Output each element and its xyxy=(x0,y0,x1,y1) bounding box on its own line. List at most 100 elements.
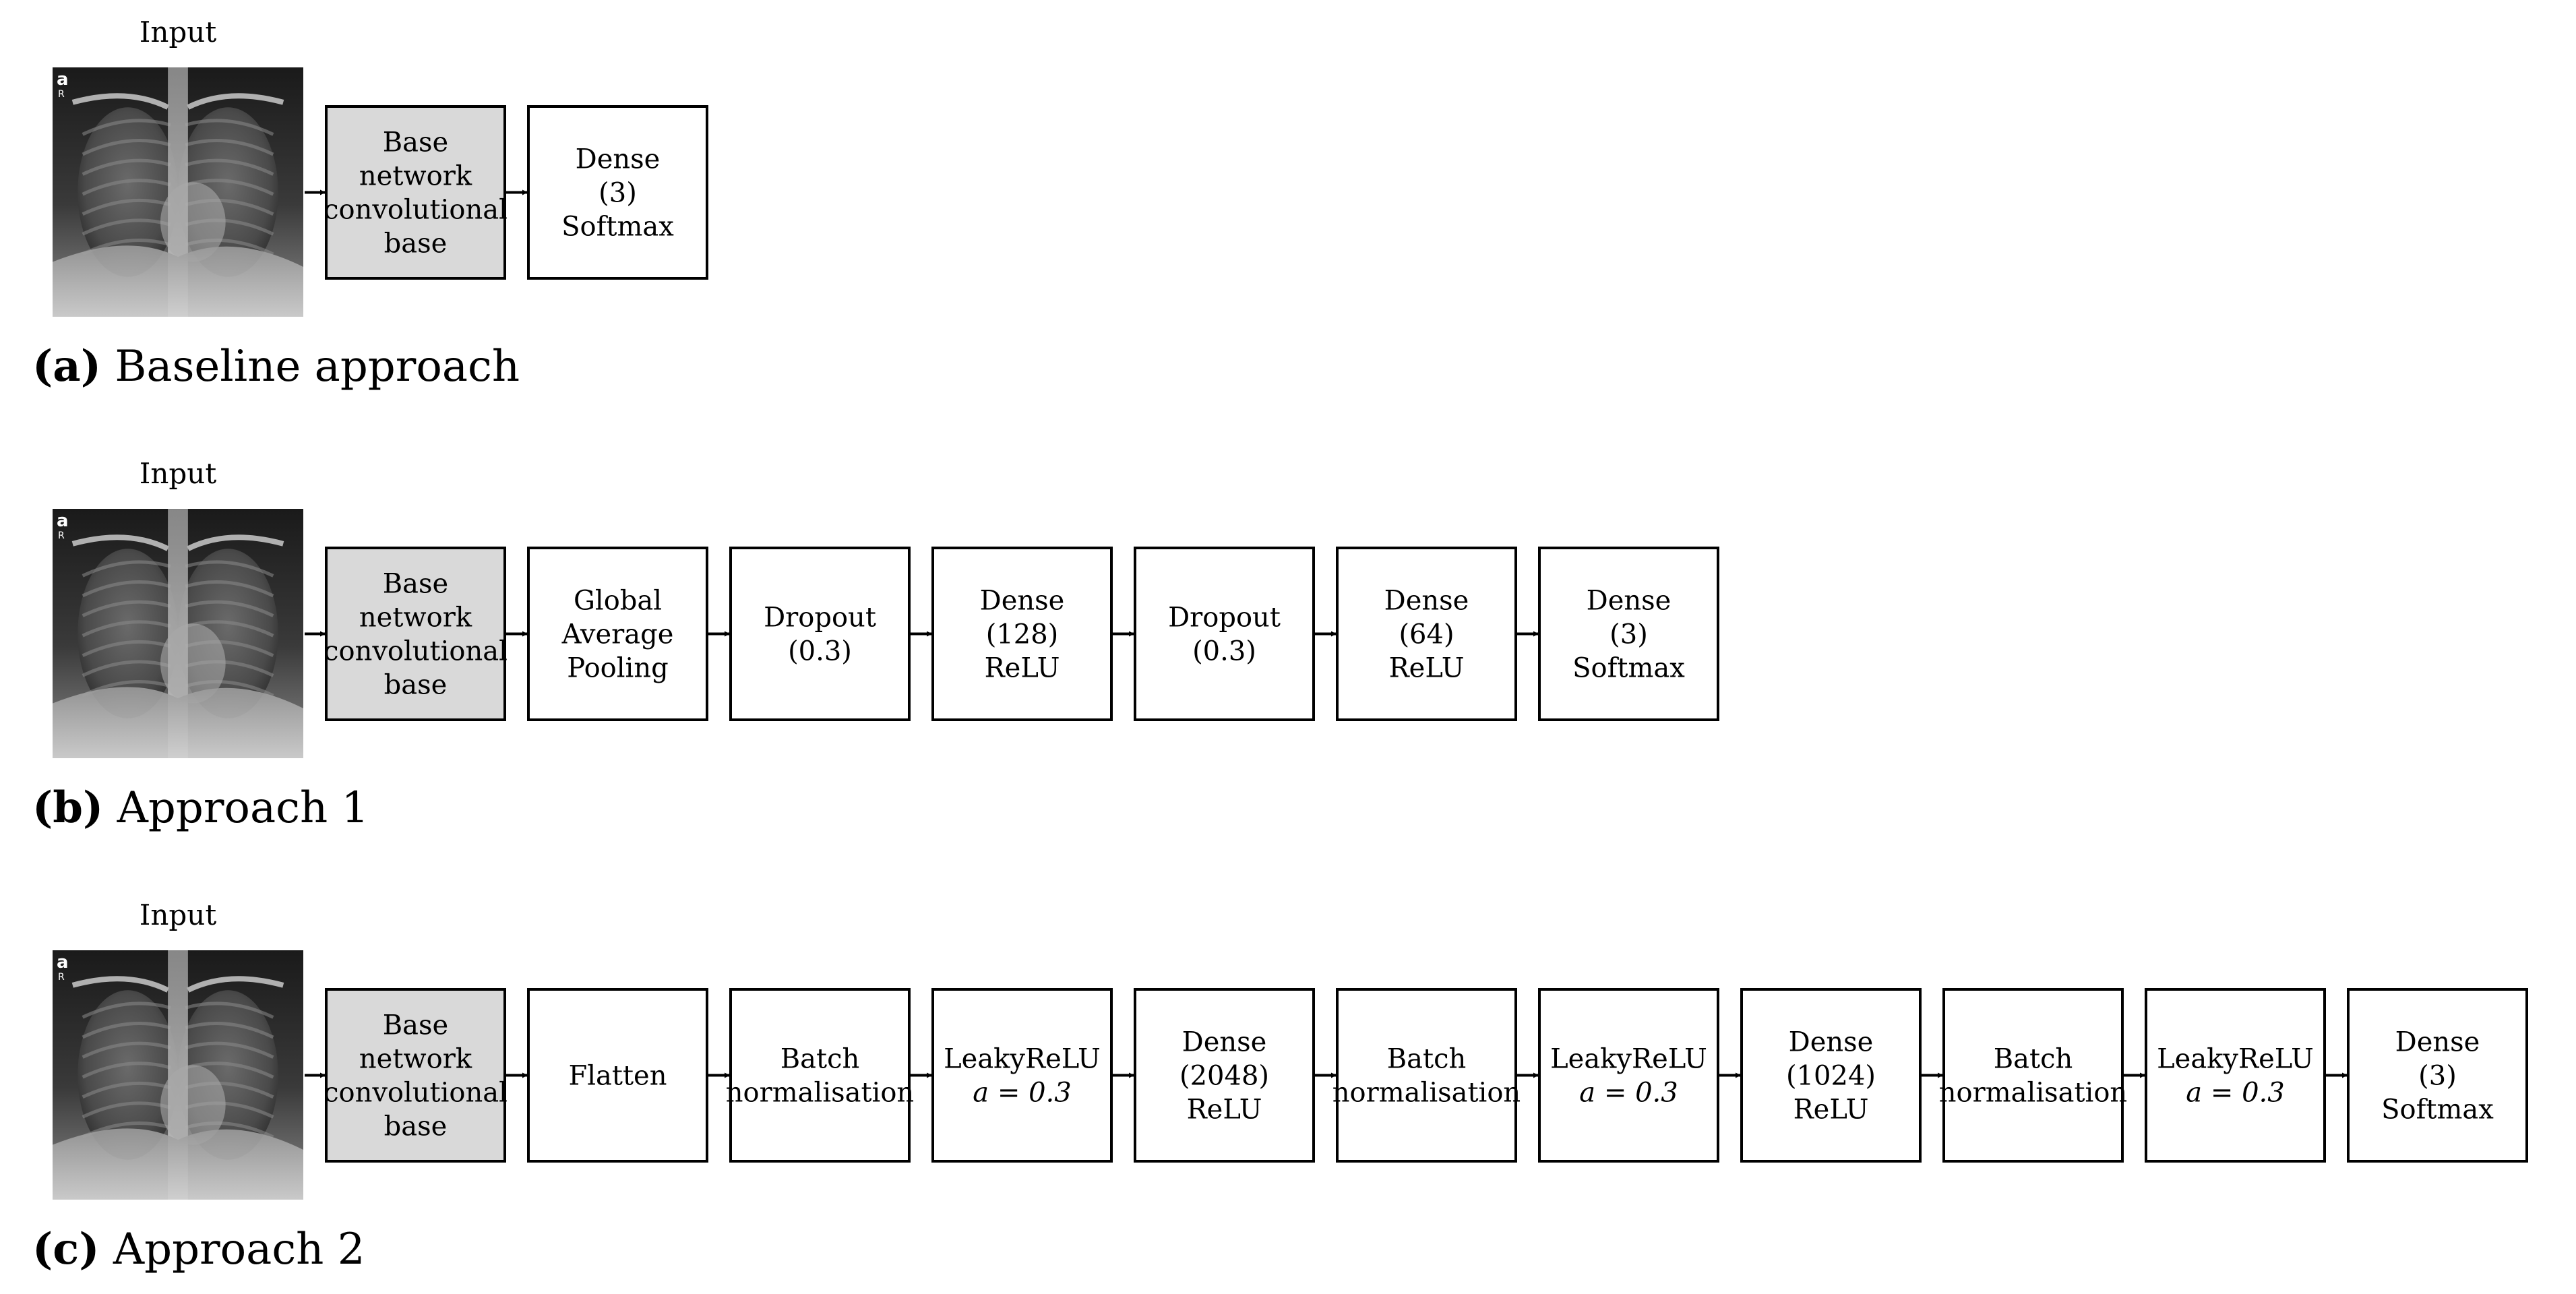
panel-caption-letter: (c) xyxy=(32,1224,100,1274)
layer-box: Dense(3)Softmax xyxy=(2347,988,2528,1163)
layer-label-line: Dense xyxy=(1789,1027,1874,1058)
xray-marker-side: R xyxy=(58,530,65,541)
layer-box-frame xyxy=(1538,988,1719,1163)
layer-label-line: a = 0.3 xyxy=(2186,1078,2284,1109)
layer-label-line: convolutional xyxy=(324,1078,508,1109)
layer-box-frame xyxy=(325,988,506,1163)
xray-marker-letter: a xyxy=(57,952,69,973)
layer-label-line: base xyxy=(384,670,448,701)
layer-box: Dropout(0.3) xyxy=(1134,547,1315,721)
layer-label-line: base xyxy=(384,228,448,259)
layer-label-line: normalisation xyxy=(1939,1078,2127,1109)
panel-caption: (c) Approach 2 xyxy=(32,1224,365,1274)
layer-label-line: convolutional xyxy=(324,195,508,226)
layer-label-line: Softmax xyxy=(1572,653,1685,684)
layer-label-line: Base xyxy=(383,1010,448,1041)
layer-box-frame xyxy=(1134,547,1315,721)
layer-label-line: Batch xyxy=(1387,1044,1466,1075)
layer-box-frame xyxy=(527,547,708,721)
input-label: Input xyxy=(140,457,217,490)
layer-label-line: ReLU xyxy=(985,653,1060,684)
layer-label-line: ReLU xyxy=(1187,1095,1262,1126)
layer-label-line: (1024) xyxy=(1786,1061,1876,1092)
layer-box: Dense(1024)ReLU xyxy=(1740,988,1922,1163)
layer-box: Dense(2048)ReLU xyxy=(1134,988,1315,1163)
layer-box-frame xyxy=(729,547,911,721)
layer-label-line: Dense xyxy=(2395,1027,2480,1058)
layer-label-line: (3) xyxy=(2418,1061,2457,1092)
panel-c: InputaRBasenetworkconvolutionalbaseFlatt… xyxy=(32,898,2528,1274)
panel-caption: (b) Approach 1 xyxy=(32,782,369,833)
layer-label-line: network xyxy=(359,161,472,192)
layer-label-line: network xyxy=(359,603,472,634)
layer-box-frame xyxy=(2347,988,2528,1163)
layer-box-frame xyxy=(931,988,1113,1163)
layer-label-line: normalisation xyxy=(726,1078,914,1109)
layer-box-frame xyxy=(527,105,708,280)
layer-box-frame xyxy=(1538,547,1719,721)
panel-caption: (a) Baseline approach xyxy=(32,341,520,392)
layer-label-line: Average xyxy=(561,619,674,650)
layer-box-frame xyxy=(2145,988,2326,1163)
layer-label-line: network xyxy=(359,1044,472,1075)
layer-label-line: Softmax xyxy=(561,212,674,243)
layer-label-line: Dense xyxy=(980,586,1065,617)
layer-label-line: convolutional xyxy=(324,636,508,667)
panel-caption-title: Baseline approach xyxy=(115,342,520,392)
layer-label-line: ReLU xyxy=(1389,653,1465,684)
layer-label-line: Dropout xyxy=(1168,603,1281,634)
layer-box: Dense(64)ReLU xyxy=(1336,547,1517,721)
xray-marker-letter: a xyxy=(57,69,69,90)
layer-label-line: LeakyReLU xyxy=(944,1044,1101,1075)
panel-caption-title: Approach 2 xyxy=(113,1225,365,1274)
layer-label-line: Softmax xyxy=(2381,1095,2494,1126)
layer-box-frame xyxy=(527,988,708,1163)
layer-label-line: Pooling xyxy=(567,653,668,684)
layer-label-line: Batch xyxy=(780,1044,859,1075)
layer-label-line: Base xyxy=(383,569,448,600)
layer-label-line: Global xyxy=(574,586,662,617)
input-label: Input xyxy=(140,898,217,931)
layer-box-frame xyxy=(729,988,911,1163)
layer-label-line: Dense xyxy=(576,144,661,175)
layer-box-frame xyxy=(325,105,506,280)
layer-label-line: (64) xyxy=(1399,619,1454,650)
layer-label-line: (0.3) xyxy=(1192,636,1256,667)
input-label: Input xyxy=(140,16,217,49)
layer-label-line: (3) xyxy=(1609,619,1648,650)
xray-marker-side: R xyxy=(58,972,65,983)
layer-label-line: (3) xyxy=(599,178,637,209)
panel-caption-letter: (b) xyxy=(32,782,103,833)
layer-box: Dense(3)Softmax xyxy=(527,105,708,280)
layer-label-line: Dense xyxy=(1587,586,1672,617)
chest-xray-image: aR xyxy=(53,950,303,1200)
layer-label-line: ReLU xyxy=(1793,1095,1869,1126)
layer-label-line: (2048) xyxy=(1179,1061,1269,1092)
layer-label-line: Flatten xyxy=(569,1061,667,1092)
layer-label-line: base xyxy=(384,1111,448,1142)
layer-box-frame xyxy=(1740,988,1922,1163)
layer-label-line: Dropout xyxy=(764,603,876,634)
panel-b: InputaRBasenetworkconvolutionalbaseGloba… xyxy=(32,457,1719,833)
layer-box-frame xyxy=(325,547,506,721)
chest-xray-image: aR xyxy=(53,509,303,758)
panel-caption-letter: (a) xyxy=(32,341,101,392)
xray-marker-side: R xyxy=(58,89,65,100)
layer-label-line: normalisation xyxy=(1332,1078,1521,1109)
panel-caption-title: Approach 1 xyxy=(117,783,369,833)
layer-label-line: Base xyxy=(383,127,448,158)
layer-box: Dense(3)Softmax xyxy=(1538,547,1719,721)
chest-xray-image: aR xyxy=(53,67,303,317)
layer-label-line: LeakyReLU xyxy=(1550,1044,1707,1075)
layer-box-frame xyxy=(1336,547,1517,721)
